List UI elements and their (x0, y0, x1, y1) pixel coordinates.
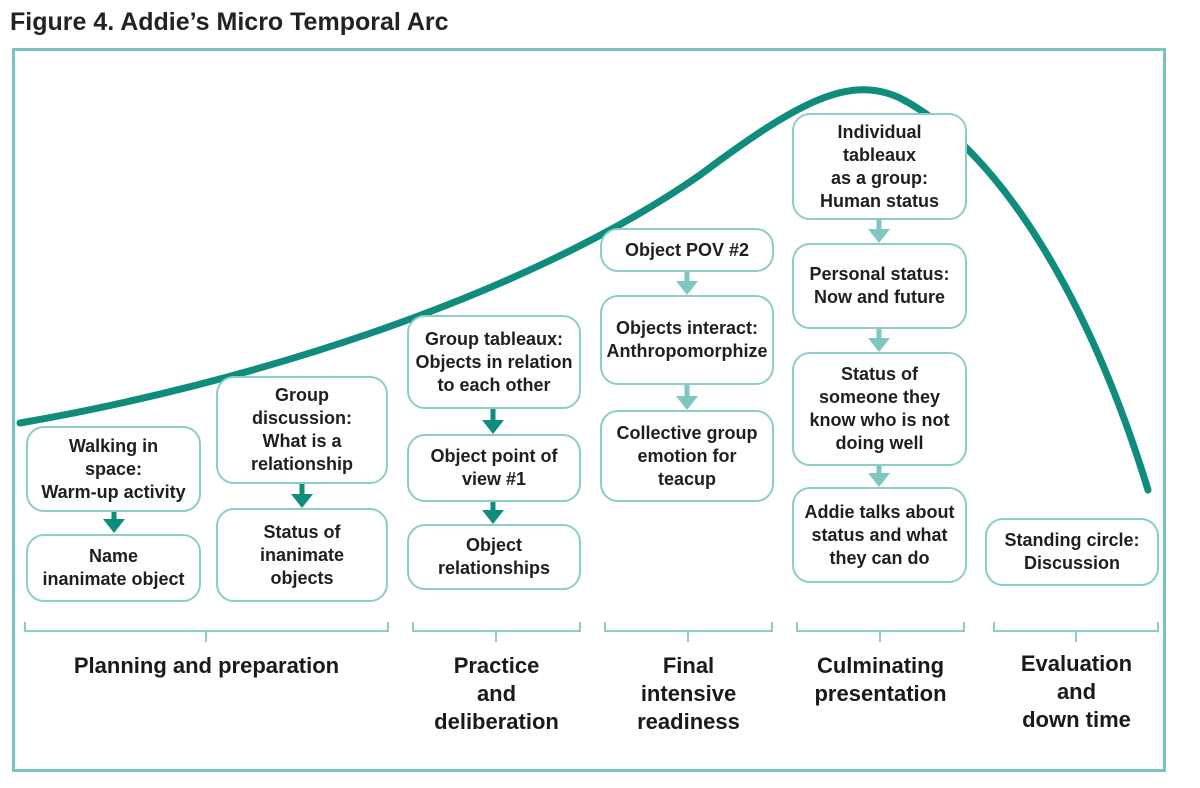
arrow-pov2-to-interact (676, 270, 698, 295)
phase-label-planning: Planning and preparation (73, 653, 340, 678)
phase-label-practice: Practice and deliberation (434, 653, 559, 734)
step-object-pov-2: Object POV #2 (600, 228, 774, 272)
step-group-tableaux: Group tableaux: Objects in relation to e… (407, 315, 581, 409)
phase-label-evaluation: Evaluation and down time (1020, 651, 1133, 732)
arrow-individual-to-personal (868, 218, 890, 243)
step-object-relationships: Object relationships (407, 524, 581, 590)
phase-bracket-planning (24, 622, 389, 642)
step-addie-talks: Addie talks about status and what they c… (792, 487, 967, 583)
arrow-someone-to-addie (868, 464, 890, 487)
step-collective-group-emotion: Collective group emotion for teacup (600, 410, 774, 502)
step-objects-interact: Objects interact: Anthropomorphize (600, 295, 774, 385)
phase-label-final: Final intensive readiness (637, 653, 740, 734)
phase-bracket-evaluation (993, 622, 1159, 642)
step-individual-tableaux: Individual tableaux as a group: Human st… (792, 113, 967, 220)
phase-bracket-final (604, 622, 773, 642)
arrow-tableaux-to-pov1 (482, 407, 504, 434)
step-group-discussion: Group discussion: What is a relationship (216, 376, 388, 484)
step-standing-circle: Standing circle: Discussion (985, 518, 1159, 586)
arrow-personal-to-someone (868, 327, 890, 352)
arrow-interact-to-emotion (676, 383, 698, 410)
arrow-pov1-to-relationships (482, 500, 504, 524)
step-status-inanimate-objects: Status of inanimate objects (216, 508, 388, 602)
phase-bracket-culminating (796, 622, 965, 642)
phase-bracket-practice (412, 622, 581, 642)
arc-curve (16, 86, 1152, 494)
figure-title: Figure 4. Addie’s Micro Temporal Arc (10, 8, 449, 36)
step-name-inanimate-object: Name inanimate object (26, 534, 201, 602)
step-personal-status: Personal status: Now and future (792, 243, 967, 329)
step-status-of-someone: Status of someone they know who is not d… (792, 352, 967, 466)
step-object-pov-1: Object point of view #1 (407, 434, 581, 502)
step-walking-in-space: Walking in space: Warm-up activity (26, 426, 201, 512)
phase-label-culminating: Culminating presentation (814, 653, 947, 706)
diagram-frame (12, 48, 1166, 772)
